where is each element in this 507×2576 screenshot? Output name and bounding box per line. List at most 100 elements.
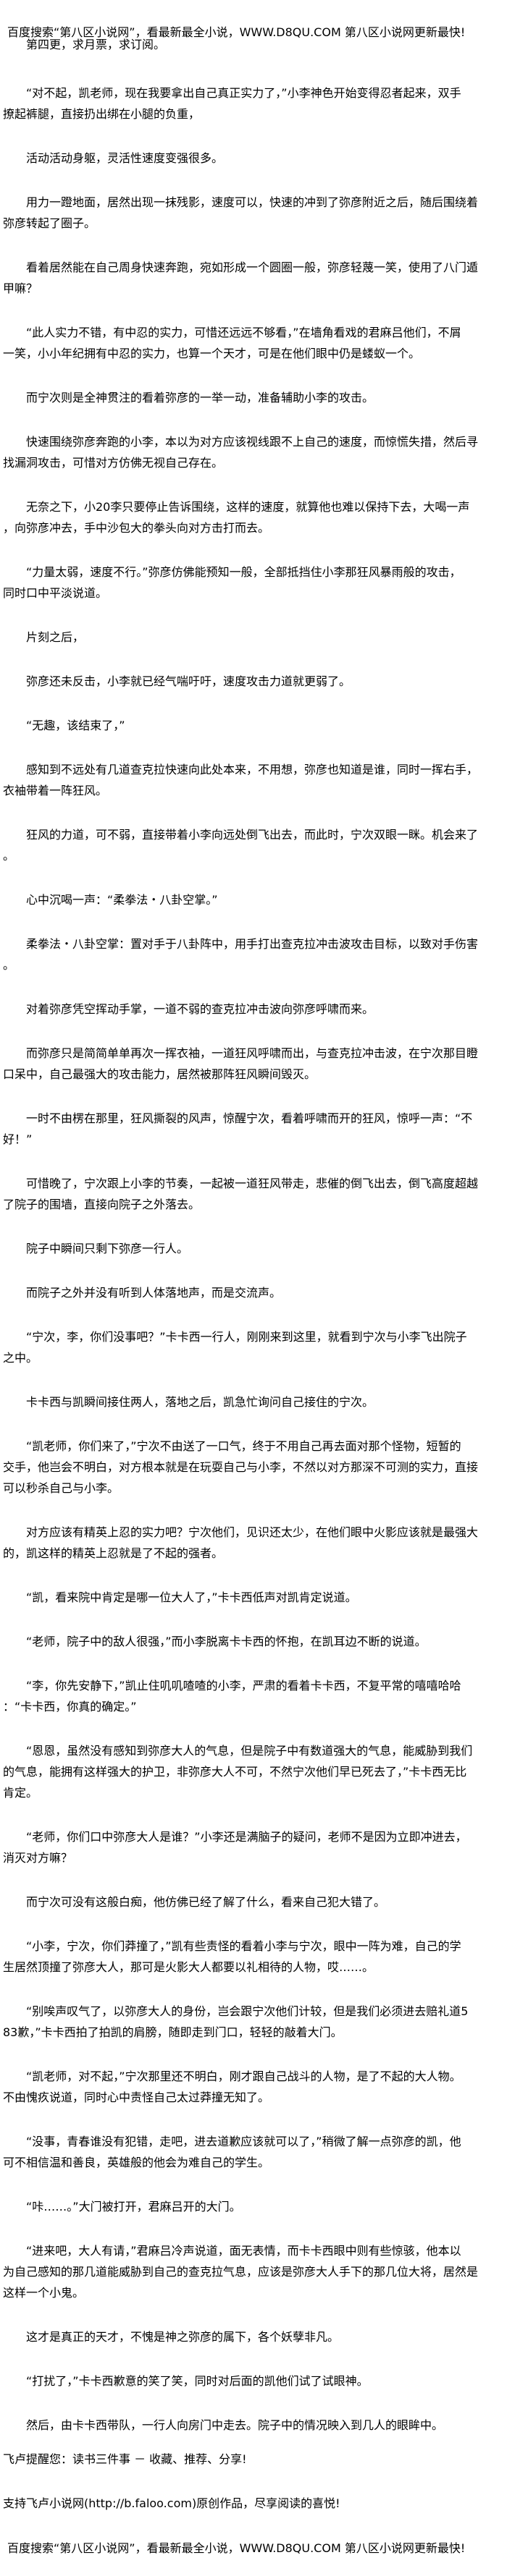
paragraph-line: “恩恩，虽然没有感知到弥彦大人的气息，但是院子中有数道强大的气息，能威胁到我们 xyxy=(26,1744,473,1758)
paragraph-line: 的气息，能拥有这样强大的护卫，非弥彦大人不可，不然宁次他们早已死去了，”卡卡西无… xyxy=(3,1765,467,1779)
paragraph-line: 片刻之后， xyxy=(26,630,85,644)
paragraph-line: “咔……。”大门被打开，君麻吕开的大门。 xyxy=(26,2200,241,2213)
paragraph-line: “打扰了，”卡卡西歉意的笑了笑，同时对后面的凯他们试了试眼神。 xyxy=(26,2374,369,2388)
paragraph-line: 然后，由卡卡西带队，一行人向房门中走去。院子中的情况映入到几人的眼眸中。 xyxy=(26,2418,444,2432)
paragraph-line: 这样一个小鬼。 xyxy=(3,2286,85,2300)
paragraph: “凯老师，对不起，”宁次那里还不明白，刚才跟自己战斗的人物，是了不起的大人物。不… xyxy=(3,2066,503,2108)
paragraph-line: 交手，他岂会不明白，对方根本就是在玩耍自己与小李，不然以对方那深不可测的实力，直… xyxy=(3,1460,479,1474)
paragraph-line: 。 xyxy=(3,958,15,972)
paragraph-line: 而弥彦只是简简单单再次一挥衣袖，一道狂风呼啸而出，与查克拉冲击波，在宁次那目瞪 xyxy=(26,1046,479,1060)
paragraph: “老师，你们口中弥彦大人是谁？”小李还是满脑子的疑问，老师不是因为立即冲进去，消… xyxy=(3,1826,503,1868)
paragraph-line: 的，凯这样的精英上忍就是了不起的强者。 xyxy=(3,1546,224,1560)
paragraph-line: 找漏洞攻击，可惜对方仿佛无视自己存在。 xyxy=(3,456,224,470)
paragraph: “小李，宁次，你们莽撞了，”凯有些责怪的看着小李与宁次，眼中一阵为难，自己的学生… xyxy=(3,1936,503,1978)
paragraph: “老师，院子中的敌人很强，”而小李脱离卡卡西的怀抱，在凯耳边不断的说道。 xyxy=(3,1631,503,1652)
paragraph: 快速围绕弥彦奔跑的小李，本以为对方应该视线跟不上自己的速度，而惊慌失措，然后寻找… xyxy=(3,431,503,473)
paragraph-line: 心中沉喝一声：“柔拳法・八卦空掌。” xyxy=(26,893,218,907)
paragraph: 卡卡西与凯瞬间接住两人，落地之后，凯急忙询问自己接住的宁次。 xyxy=(3,1391,503,1412)
paragraph-line: 83歉，”卡卡西拍了拍凯的肩膀，随即走到门口，轻轻的敲着大门。 xyxy=(3,2025,343,2039)
site-promo-footer: 百度搜索“第八区小说网”，看最新最全小说，WWW.D8QU.COM 第八区小说网… xyxy=(7,2541,466,2555)
paragraph-line: 好！” xyxy=(3,1132,33,1146)
paragraph: 感知到不远处有几道查克拉快速向此处本来，不用想，弥彦也知道是谁，同时一挥右手， 衣… xyxy=(3,759,503,801)
paragraph-line: “老师，院子中的敌人很强，”而小李脱离卡卡西的怀抱，在凯耳边不断的说道。 xyxy=(26,1635,427,1648)
paragraph-line: 弥彦还未反击，小李就已经气喘吁吁，速度攻击力道就更弱了。 xyxy=(26,674,351,688)
paragraph: “咔……。”大门被打开，君麻吕开的大门。 xyxy=(3,2196,503,2217)
site-promo-header: 百度搜索“第八区小说网”，看最新最全小说，WWW.D8QU.COM 第八区小说网… xyxy=(7,25,466,39)
paragraph: “李，你先安静下，”凯止住叽叽喳喳的小李，严肃的看着卡卡西，不复平常的嘻嘻哈哈 ：… xyxy=(3,1675,503,1717)
paragraph: 柔拳法・八卦空掌：置对手于八卦阵中，用手打出查克拉冲击波攻击目标，以致对手伤害。 xyxy=(3,933,503,975)
paragraph-line: 感知到不远处有几道查克拉快速向此处本来，不用想，弥彦也知道是谁，同时一挥右手， xyxy=(26,763,479,776)
paragraph-line: 对方应该有精英上忍的实力吧？宁次他们，见识还太少，在他们眼中火影应该就是最强大 xyxy=(26,1525,479,1539)
paragraph-line: 弥彦转起了圈子。 xyxy=(3,216,96,230)
paragraph: “力量太弱，速度不行。”弥彦仿佛能预知一般，全部抵挡住小李那狂风暴雨般的攻击，同… xyxy=(3,562,503,603)
paragraph: “进来吧，大人有请，”君麻吕冷声说道，面无表情，而卡卡西眼中则有些惊骇，他本以为… xyxy=(3,2240,503,2303)
paragraph-line: “力量太弱，速度不行。”弥彦仿佛能预知一般，全部抵挡住小李那狂风暴雨般的攻击， xyxy=(26,565,461,579)
paragraph-line: “此人实力不错，有中忍的实力，可惜还远远不够看，”在墙角看戏的君麻吕他们，不屑 xyxy=(26,326,461,339)
paragraph: “打扰了，”卡卡西歉意的笑了笑，同时对后面的凯他们试了试眼神。 xyxy=(3,2370,503,2391)
paragraph: 对方应该有精英上忍的实力吧？宁次他们，见识还太少，在他们眼中火影应该就是最强大的… xyxy=(3,1522,503,1564)
paragraph-line: 之中。 xyxy=(3,1351,38,1365)
paragraph: 对着弥彦凭空挥动手掌，一道不弱的查克拉冲击波向弥彦呼啸而来。 xyxy=(3,999,503,1020)
paragraph-line: “无趣，该结束了，” xyxy=(26,719,125,732)
paragraph: 用力一蹬地面，居然出现一抹残影，速度可以，快速的冲到了弥彦附近之后，随后围绕着弥… xyxy=(3,192,503,234)
paragraph: 心中沉喝一声：“柔拳法・八卦空掌。” xyxy=(3,889,503,910)
paragraph: “对不起，凯老师，现在我要拿出自己真正实力了，”小李神色开始变得忍者起来，双手撩… xyxy=(3,82,503,124)
paragraph-line: 衣袖带着一阵狂风。 xyxy=(3,784,108,797)
paragraph-line: 可惜晚了，宁次跟上小李的节奏，一起被一道狂风带走，悲催的倒飞出去，倒飞高度超越 xyxy=(26,1177,479,1190)
paragraph-line: 可以秒杀自己与小李。 xyxy=(3,1481,120,1495)
paragraph: 而弥彦只是简简单单再次一挥衣袖，一道狂风呼啸而出，与查克拉冲击波，在宁次那目瞪口… xyxy=(3,1043,503,1085)
paragraph: “没事，青春谁没有犯错，走吧，进去道歉应该就可以了，”稍微了解一点弥彦的凯，他可… xyxy=(3,2131,503,2173)
paragraph-line: “李，你先安静下，”凯止住叽叽喳喳的小李，严肃的看着卡卡西，不复平常的嘻嘻哈哈 xyxy=(26,1679,461,1692)
paragraph: “宁次，李，你们没事吧？”卡卡西一行人，刚刚来到这里，就看到宁次与小李飞出院子之… xyxy=(3,1326,503,1368)
paragraph-line: 活动活动身躯，灵活性速度变强很多。 xyxy=(26,151,224,165)
paragraph: 然后，由卡卡西带队，一行人向房门中走去。院子中的情况映入到几人的眼眸中。 xyxy=(3,2415,503,2436)
paragraph-line: “凯，看来院中肯定是哪一位大人了，”卡卡西低声对凯肯定说道。 xyxy=(26,1590,357,1604)
paragraph-line: 生居然顶撞了弥彦大人，那可是火影大人都要以礼相待的人物，哎……。 xyxy=(3,1960,374,1974)
paragraph-line: 狂风的力道，可不弱，直接带着小李向远处倒飞出去，而此时，宁次双眼一眯。机会来了 xyxy=(26,828,479,842)
paragraph: “凯，看来院中肯定是哪一位大人了，”卡卡西低声对凯肯定说道。 xyxy=(3,1587,503,1608)
paragraph: 无奈之下，小20李只要停止告诉围绕，这样的速度，就算他也难以保持下去，大喝一声，… xyxy=(3,496,503,538)
paragraph: 可惜晚了，宁次跟上小李的节奏，一起被一道狂风带走，悲催的倒飞出去，倒飞高度超越了… xyxy=(3,1173,503,1215)
paragraph: 而宁次可没有这般白痴，他仿佛已经了解了什么，看来自己犯大错了。 xyxy=(3,1891,503,1912)
paragraph-line: 口呆中，自己最强大的攻击能力，居然被那阵狂风瞬间毁灭。 xyxy=(3,1067,317,1081)
paragraph-line: 柔拳法・八卦空掌：置对手于八卦阵中，用手打出查克拉冲击波攻击目标，以致对手伤害 xyxy=(26,937,479,951)
paragraph-line: 不由愧疚说道，同时心中责怪自己太过莽撞无知了。 xyxy=(3,2090,270,2104)
paragraph: 这才是真正的天才，不愧是神之弥彦的属下，各个妖孽非凡。 xyxy=(3,2326,503,2347)
paragraph-line: 对着弥彦凭空挥动手掌，一道不弱的查克拉冲击波向弥彦呼啸而来。 xyxy=(26,1002,374,1016)
paragraph: 弥彦还未反击，小李就已经气喘吁吁，速度攻击力道就更弱了。 xyxy=(3,671,503,692)
paragraph: 活动活动身躯，灵活性速度变强很多。 xyxy=(3,148,503,169)
paragraph-line: 消灭对方嘛？ xyxy=(3,1851,73,1865)
paragraph-line: ：“卡卡西，你真的确定。” xyxy=(3,1700,137,1713)
paragraph-line: 卡卡西与凯瞬间接住两人，落地之后，凯急忙询问自己接住的宁次。 xyxy=(26,1395,374,1409)
paragraph-line: 而宁次可没有这般白痴，他仿佛已经了解了什么，看来自己犯大错了。 xyxy=(26,1895,386,1909)
paragraph: 一时不由楞在那里，狂风撕裂的风声，惊醒宁次，看着呼啸而开的狂风，惊呼一声：“不好… xyxy=(3,1108,503,1150)
paragraph-line: 了院子的围墙，直接向院子之外落去。 xyxy=(3,1198,201,1211)
paragraph-line: 用力一蹬地面，居然出现一抹残影，速度可以，快速的冲到了弥彦附近之后，随后围绕着 xyxy=(26,195,479,209)
paragraph-line: “小李，宁次，你们莽撞了，”凯有些责怪的看着小李与宁次，眼中一阵为难，自己的学 xyxy=(26,1939,461,1953)
paragraph-line: “凯老师，你们来了，”宁次不由送了一口气，终于不用自己再去面对那个怪物，短暂的 xyxy=(26,1439,461,1453)
paragraph-line: 无奈之下，小20李只要停止告诉围绕，这样的速度，就算他也难以保持下去，大喝一声 xyxy=(26,500,470,514)
paragraph-line: 这才是真正的天才，不愧是神之弥彦的属下，各个妖孽非凡。 xyxy=(26,2330,340,2344)
paragraph-line: 看着居然能在自己周身快速奔跑，宛如形成一个圆圈一般，弥彦轻蔑一笑，使用了八门遁 xyxy=(26,260,479,274)
paragraph-line: 而宁次则是全神贯注的看着弥彦的一举一动，准备辅助小李的攻击。 xyxy=(26,391,374,404)
paragraph-line: “没事，青春谁没有犯错，走吧，进去道歉应该就可以了，”稍微了解一点弥彦的凯，他 xyxy=(26,2135,461,2148)
support-notice: 支持飞卢小说网(http://b.faloo.com)原创作品，尽享阅读的喜悦! xyxy=(3,2496,340,2510)
paragraph-line: 甲嘛？ xyxy=(3,281,38,295)
paragraph: “恩恩，虽然没有感知到弥彦大人的气息，但是院子中有数道强大的气息，能威胁到我们的… xyxy=(3,1740,503,1803)
paragraph-line: “凯老师，对不起，”宁次那里还不明白，刚才跟自己战斗的人物，是了不起的大人物。 xyxy=(26,2069,461,2083)
paragraph: 片刻之后， xyxy=(3,627,503,648)
paragraph-line: 一时不由楞在那里，狂风撕裂的风声，惊醒宁次，看着呼啸而开的狂风，惊呼一声：“不 xyxy=(26,1111,473,1125)
paragraph-line: 肯定。 xyxy=(3,1786,38,1800)
paragraph-line: “宁次，李，你们没事吧？”卡卡西一行人，刚刚来到这里，就看到宁次与小李飞出院子 xyxy=(26,1330,467,1344)
paragraph: “无趣，该结束了，” xyxy=(3,715,503,736)
paragraph-line: 为自己感知的那几道能威胁到自己的查克拉气息，应该是弥彦大人手下的那几位大将，居然… xyxy=(3,2265,479,2279)
paragraph: 狂风的力道，可不弱，直接带着小李向远处倒飞出去，而此时，宁次双眼一眯。机会来了。 xyxy=(3,824,503,866)
paragraph-line: 院子中瞬间只剩下弥彦一行人。 xyxy=(26,1242,189,1255)
chapter-note: 第四更，求月票，求订阅。 xyxy=(26,38,166,51)
paragraph-line: 可不相信温和善良，英雄般的他会为难自己的学生。 xyxy=(3,2156,270,2169)
paragraph: 看着居然能在自己周身快速奔跑，宛如形成一个圆圈一般，弥彦轻蔑一笑，使用了八门遁甲… xyxy=(3,257,503,299)
paragraph-line: 快速围绕弥彦奔跑的小李，本以为对方应该视线跟不上自己的速度，而惊慌失措，然后寻 xyxy=(26,435,479,449)
paragraph-line: 而院子之外并没有听到人体落地声，而是交流声。 xyxy=(26,1286,282,1300)
paragraph-line: “别唉声叹气了，以弥彦大人的身份，岂会跟宁次他们计较，但是我们必须进去赔礼道5 xyxy=(26,2004,469,2018)
paragraph-line: 一笑，小小年纪拥有中忍的实力，也算一个天才，可是在他们眼中仍是蝼蚁一个。 xyxy=(3,347,421,360)
